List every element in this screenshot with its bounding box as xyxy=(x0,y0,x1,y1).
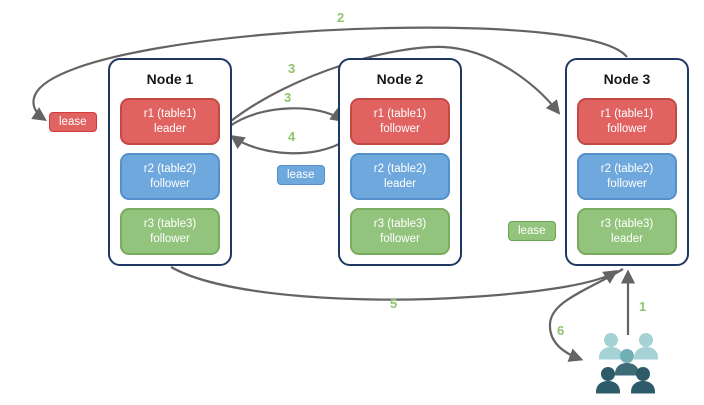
replica-name: r1 (table1) xyxy=(143,107,197,120)
node-3-replica-r1: r1 (table1) follower xyxy=(577,98,677,145)
node-3-replica-r2: r2 (table2) follower xyxy=(577,153,677,200)
node-2-replica-r2: r2 (table2) leader xyxy=(350,153,450,200)
arrow-label-5: 5 xyxy=(390,296,398,311)
replica-name: r2 (table2) xyxy=(373,162,427,175)
node-1-replica-r2: r2 (table2) follower xyxy=(120,153,220,200)
lease-badge-red: lease xyxy=(49,112,97,132)
node-3: Node 3 r1 (table1) follower r2 (table2) … xyxy=(565,58,689,266)
node-1: Node 1 r1 (table1) leader r2 (table2) fo… xyxy=(108,58,232,266)
arrow-label-6: 6 xyxy=(557,323,565,338)
replica-name: r2 (table2) xyxy=(143,162,197,175)
arrow-step5 xyxy=(170,266,619,301)
replica-role: follower xyxy=(380,232,420,245)
lease-badge-green: lease xyxy=(508,221,556,241)
users-group-icon xyxy=(596,333,658,394)
replica-name: r2 (table2) xyxy=(600,162,654,175)
node-2-replica-r1: r1 (table1) follower xyxy=(350,98,450,145)
arrow-label-1: 1 xyxy=(639,299,647,314)
node-2-title: Node 2 xyxy=(376,71,424,87)
person-top-right xyxy=(634,333,658,360)
replica-name: r1 (table1) xyxy=(600,107,654,120)
arrow-label-2: 2 xyxy=(337,10,345,25)
lease-badge-blue: lease xyxy=(277,165,325,185)
replica-role: follower xyxy=(380,122,420,135)
node-1-title: Node 1 xyxy=(146,71,194,87)
replica-name: r1 (table1) xyxy=(373,107,427,120)
replica-name: r3 (table3) xyxy=(600,217,654,230)
node-1-replica-r3: r3 (table3) follower xyxy=(120,208,220,255)
node-2: Node 2 r1 (table1) follower r2 (table2) … xyxy=(338,58,462,266)
replica-role: follower xyxy=(150,232,190,245)
node-3-title: Node 3 xyxy=(603,71,651,87)
replica-role: follower xyxy=(607,177,647,190)
node-2-replica-r3: r3 (table3) follower xyxy=(350,208,450,255)
replica-role: leader xyxy=(384,177,416,190)
replica-role: follower xyxy=(607,122,647,135)
replica-name: r3 (table3) xyxy=(143,217,197,230)
node-1-replica-r1: r1 (table1) leader xyxy=(120,98,220,145)
node-3-replica-r3: r3 (table3) leader xyxy=(577,208,677,255)
replica-role: leader xyxy=(611,232,643,245)
replica-role: leader xyxy=(154,122,186,135)
replica-name: r3 (table3) xyxy=(373,217,427,230)
person-top-left xyxy=(599,333,623,360)
arrow-label-4: 4 xyxy=(288,129,296,144)
person-middle xyxy=(615,349,639,376)
arrow-label-3-upper: 3 xyxy=(288,61,296,76)
arrow-step3-to-node2 xyxy=(229,107,345,127)
replica-role: follower xyxy=(150,177,190,190)
arrow-label-3-lower: 3 xyxy=(284,90,292,105)
